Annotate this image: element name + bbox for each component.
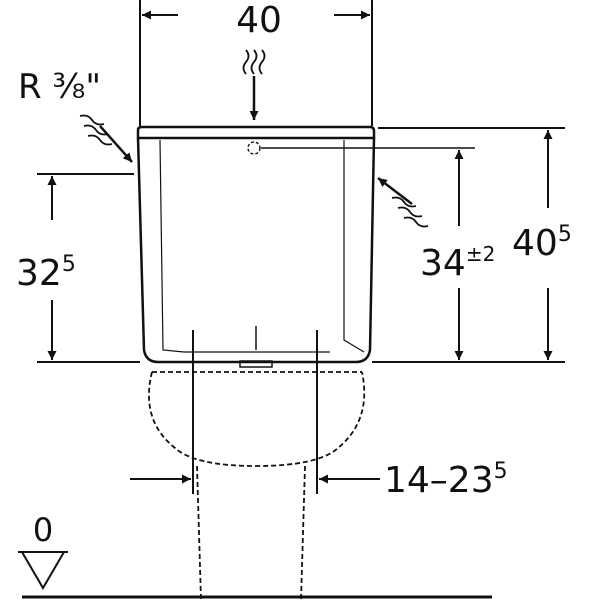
height-left-sup: 5: [62, 252, 76, 277]
water-flow-icon: [391, 196, 429, 228]
spacing-label: 14–235: [384, 459, 508, 501]
height-valve-main: 34: [420, 243, 466, 284]
water-flow-icon: [242, 49, 266, 75]
cistern-inner-right: [343, 140, 365, 353]
cistern-lid: [136, 125, 376, 140]
floor-level-triangle-icon: [20, 551, 66, 590]
outlet-nozzle: [239, 360, 273, 368]
height-left-dimension: [37, 173, 140, 363]
arrow-icon: [99, 125, 133, 163]
cistern-outline: [136, 137, 376, 364]
water-flow-icon: [79, 114, 113, 146]
height-valve-label: 34±2: [420, 242, 495, 284]
cistern-inner-left: [159, 139, 185, 353]
spacing-sup: 5: [494, 459, 508, 484]
floor-level: [18, 551, 492, 599]
width-dimension: [139, 0, 373, 126]
height-valve-sup: ±2: [466, 242, 495, 266]
spacing-main: 14–23: [384, 460, 494, 501]
height-total-sup: 5: [558, 222, 572, 247]
arrow-icon: [377, 177, 413, 205]
connection-label: R ⅜": [18, 67, 101, 107]
toilet-bowl: [148, 371, 366, 600]
height-total-main: 40: [512, 223, 558, 264]
height-left-main: 32: [16, 253, 62, 294]
height-left-label: 325: [16, 252, 76, 294]
valve-point: [247, 141, 261, 155]
floor-level-label: 0: [33, 511, 53, 549]
height-right-dimensions: [372, 127, 565, 363]
cistern: [136, 125, 475, 368]
width-label: 40: [236, 0, 282, 41]
height-total-label: 405: [512, 222, 572, 264]
